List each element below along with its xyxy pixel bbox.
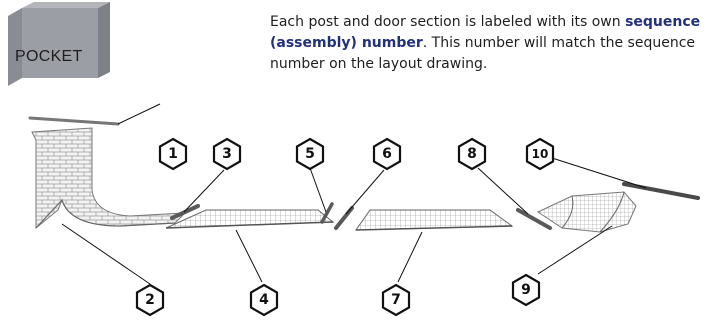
badge-10-number: 10 (532, 147, 549, 161)
pocket-wall (8, 2, 110, 86)
badge-9-number: 9 (521, 282, 531, 298)
caption-emphasis: sequence (assembly) number (270, 14, 701, 51)
caption-part-1: Each post and door section is labeled wi… (270, 14, 626, 30)
section-9-curved-door (536, 191, 637, 275)
badge-9: 9 (511, 273, 541, 307)
badge-5: 5 (295, 137, 325, 171)
section-3-post (170, 169, 225, 220)
badge-6: 6 (372, 137, 402, 171)
badge-2-number: 2 (145, 292, 155, 308)
section-4-mesh-panel (165, 209, 335, 283)
badge-7-number: 7 (391, 292, 401, 308)
badge-7: 7 (381, 283, 411, 317)
badge-3: 3 (212, 137, 242, 171)
pocket-label: POCKET (15, 48, 83, 65)
section-10-top-bar (551, 157, 700, 200)
badge-5-number: 5 (305, 146, 315, 162)
caption-part-2: . This number will match the sequence nu… (270, 35, 695, 72)
badge-8: 8 (457, 137, 487, 171)
badge-4: 4 (249, 283, 279, 317)
badge-4-number: 4 (259, 292, 269, 308)
badge-10: 10 (525, 137, 555, 171)
badge-1-number: 1 (168, 146, 178, 162)
section-2-curved-door (31, 127, 187, 285)
badge-2: 2 (135, 283, 165, 317)
section-1-track (28, 103, 161, 126)
badge-6-number: 6 (382, 146, 392, 162)
section-7-mesh-panel (355, 209, 514, 283)
section-5-post (309, 167, 334, 224)
caption-text: Each post and door section is labeled wi… (270, 12, 715, 75)
badge-8-number: 8 (467, 146, 477, 162)
badge-1: 1 (158, 137, 188, 171)
section-6-post (334, 169, 385, 230)
section-8-post (477, 167, 552, 230)
badge-3-number: 3 (222, 146, 232, 162)
